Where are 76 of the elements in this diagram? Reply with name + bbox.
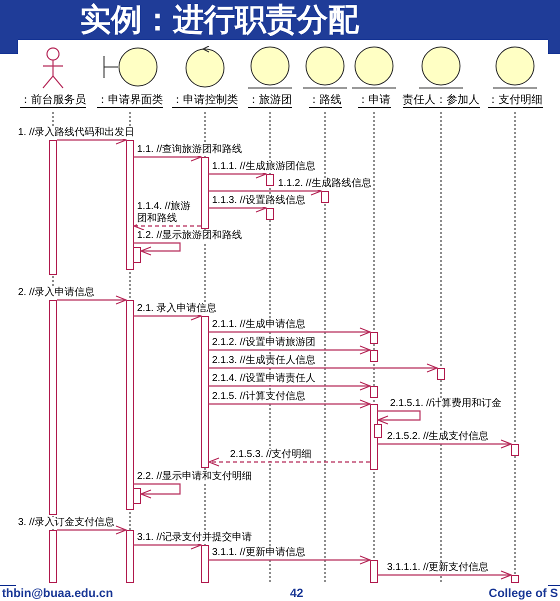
message-label: 2.1.5.3. //支付明细 [230,449,312,461]
object-name: ：申请控制类 [172,94,238,108]
slide-title: 实例：进行职责分配 [80,1,359,39]
activation-bar [511,444,519,456]
lifeline-head [401,46,481,108]
activation-bar [370,560,378,583]
message-label: 2.1. 录入申请信息 [137,303,216,315]
activation-bar [437,368,445,380]
lifeline-head [354,46,394,108]
lifeline-head [169,46,241,108]
lifeline-head [94,46,166,108]
message-arrow [208,457,370,467]
page-number: 42 [290,586,304,600]
activation-bar [201,316,209,468]
object-name: ：申请 [358,94,390,108]
activation-bar [49,300,57,515]
footer-email: thbin@buaa.edu.cn [2,586,114,600]
activation-bar [201,545,209,583]
activation-bar [266,208,274,220]
message-label: 3.1. //记录支付并提交申请 [137,532,252,544]
message-label: 2.1.2. //设置申请旅游团 [212,337,316,349]
message-arrow [378,439,512,449]
message-arrow [134,483,181,499]
lifeline-head [17,46,89,108]
object-name: ：前台服务员 [20,94,86,108]
activation-bar [321,191,329,203]
lifeline-head [305,46,345,108]
message-arrow [378,570,512,580]
activation-bar [49,140,57,275]
message-label: 1.2. //显示旅游团和路线 [137,230,242,242]
activation-bar [126,140,134,270]
message-arrow [209,555,371,565]
object-name: ：支付明细 [488,94,542,108]
activation-bar [126,300,134,510]
activation-bar [133,247,141,263]
message-label: 2.1.4. //设置申请责任人 [212,373,316,385]
message-arrow [209,363,438,373]
activation-bar [49,530,57,583]
message-arrow [209,327,371,337]
message-label: 1.1.2. //生成路线信息 [278,178,372,190]
message-label: 3.1.1. //更新申请信息 [212,547,306,559]
message-label: 2.1.5. //计算支付信息 [212,391,306,403]
message-label: 1.1. //查询旅游团和路线 [137,144,242,156]
activation-bar [370,332,378,344]
activation-bar [511,575,519,583]
message-arrow [209,381,371,391]
message-arrow [133,221,201,231]
message-label: 2. //录入申请信息 [18,287,95,299]
message-arrow [377,410,421,425]
message-label: 2.1.5.2. //生成支付信息 [387,431,489,443]
message-arrow [134,242,181,256]
message-label: 1. //录入路线代码和出发日 [18,127,135,139]
object-name: ：旅游团 [248,94,292,108]
activation-bar [266,174,274,186]
object-name: 责任人：参加人 [402,94,480,108]
activation-bar [370,386,378,398]
message-label: 2.1.5.1. //计算费用和订金 [390,398,502,410]
message-label: 3.1.1.1. //更新支付信息 [387,562,489,574]
activation-bar [133,488,141,504]
object-name: ：路线 [308,94,342,108]
message-arrow [57,295,127,305]
object-name: ：申请界面类 [97,94,163,108]
message-label: 2.2. //显示申请和支付明细 [137,471,252,483]
message-arrow [209,345,371,355]
message-label: 1.1.3. //设置路线信息 [212,195,306,207]
activation-bar [374,424,382,438]
message-label: 2.1.3. //生成责任人信息 [212,355,316,367]
message-arrow [57,525,127,535]
message-label: 1.1.1. //生成旅游团信息 [212,161,316,173]
message-arrow [209,399,371,409]
activation-bar [201,157,209,229]
footer-text: College of S [488,586,558,600]
message-label: 2.1.1. //生成申请信息 [212,319,306,331]
activation-bar [370,350,378,362]
message-label: 3. //录入订金支付信息 [18,517,115,529]
activation-bar [126,530,134,583]
